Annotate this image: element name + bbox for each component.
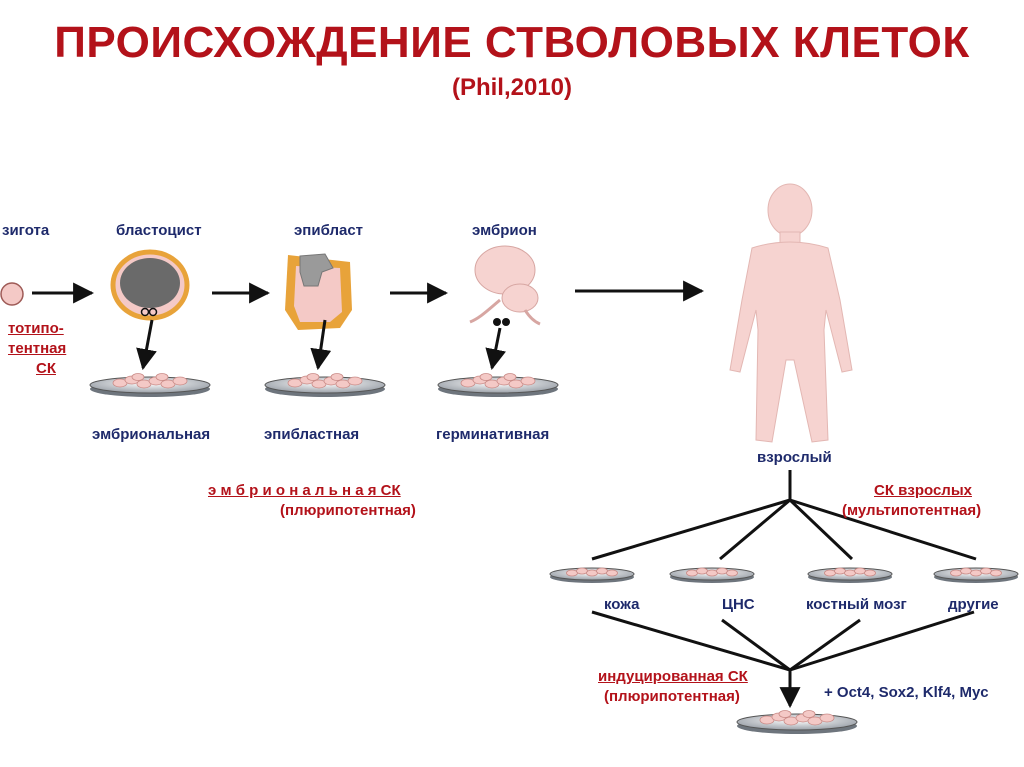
label-adult-sc-potency: (мультипотентная) (842, 502, 982, 519)
dish-induced (736, 710, 858, 735)
arrow-embryo-dish (485, 327, 507, 371)
label-epiblastic-culture: эпибластная (264, 426, 360, 443)
label-totipotent-3: СК (36, 360, 56, 377)
zygote-cell (0, 282, 24, 306)
label-totipotent-1: тотипо- (8, 320, 64, 337)
label-embryonic-sc: э м б р и о н а л ь н а я СК (208, 482, 401, 499)
line-to-bone-marrow (788, 498, 854, 561)
label-cns: ЦНС (722, 596, 755, 613)
blastocyst-illustration (110, 249, 190, 321)
label-induced-sc: индуцированная СК (598, 668, 748, 685)
line-from-bone-marrow (789, 618, 861, 672)
label-blastocyst: бластоцист (116, 222, 202, 239)
label-other: другие (948, 596, 999, 613)
line-to-cns (719, 498, 791, 561)
label-embryonic-sc-potency: (плюрипотентная) (280, 502, 416, 519)
label-skin: кожа (604, 596, 640, 613)
citation: (Phil,2010) (451, 74, 573, 101)
dish-other (933, 567, 1019, 584)
adult-human-silhouette (729, 183, 853, 443)
label-reprogramming-factors: + Oct4, Sox2, Klf4, Myc (824, 684, 989, 701)
line-to-skin (591, 498, 791, 561)
label-zygote: зигота (2, 222, 50, 239)
dish-skin (549, 567, 635, 584)
label-adult-sc: СК взрослых (874, 482, 972, 499)
dish-germinative (437, 373, 559, 398)
line-from-other (789, 610, 975, 672)
label-epiblast: эпибласт (294, 222, 364, 239)
line-from-cns (721, 618, 791, 672)
embryo-illustration (469, 245, 541, 326)
label-embryonic-culture: эмбриональная (92, 426, 211, 443)
line-to-other (789, 498, 977, 561)
arrow-epiblast-dish (310, 319, 332, 371)
page-title: ПРОИСХОЖДЕНИЕ СТВОЛОВЫХ КЛЕТОК (54, 18, 970, 67)
arrow-blastocyst-dish (136, 319, 157, 371)
label-induced-sc-potency: (плюрипотентная) (604, 688, 740, 705)
label-bone-marrow: костный мозг (806, 596, 907, 613)
label-embryo: эмбрион (472, 222, 537, 239)
line-from-skin (591, 610, 791, 672)
dish-cns (669, 567, 755, 584)
label-totipotent-2: тентная (8, 340, 67, 357)
label-germinative-culture: герминативная (436, 426, 550, 443)
dish-epiblastic (264, 373, 386, 398)
dish-embryonic (89, 373, 211, 398)
dish-bone-marrow (807, 567, 893, 584)
label-adult: взрослый (757, 449, 832, 466)
epiblast-illustration (285, 253, 352, 330)
